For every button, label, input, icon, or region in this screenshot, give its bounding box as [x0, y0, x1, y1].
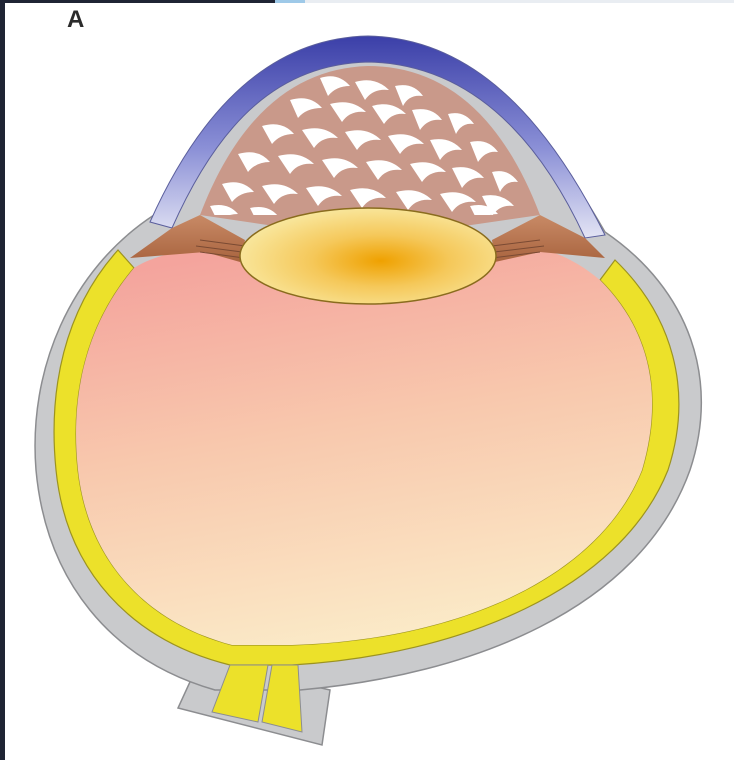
panel-label: A	[67, 8, 84, 32]
lens	[240, 208, 496, 304]
